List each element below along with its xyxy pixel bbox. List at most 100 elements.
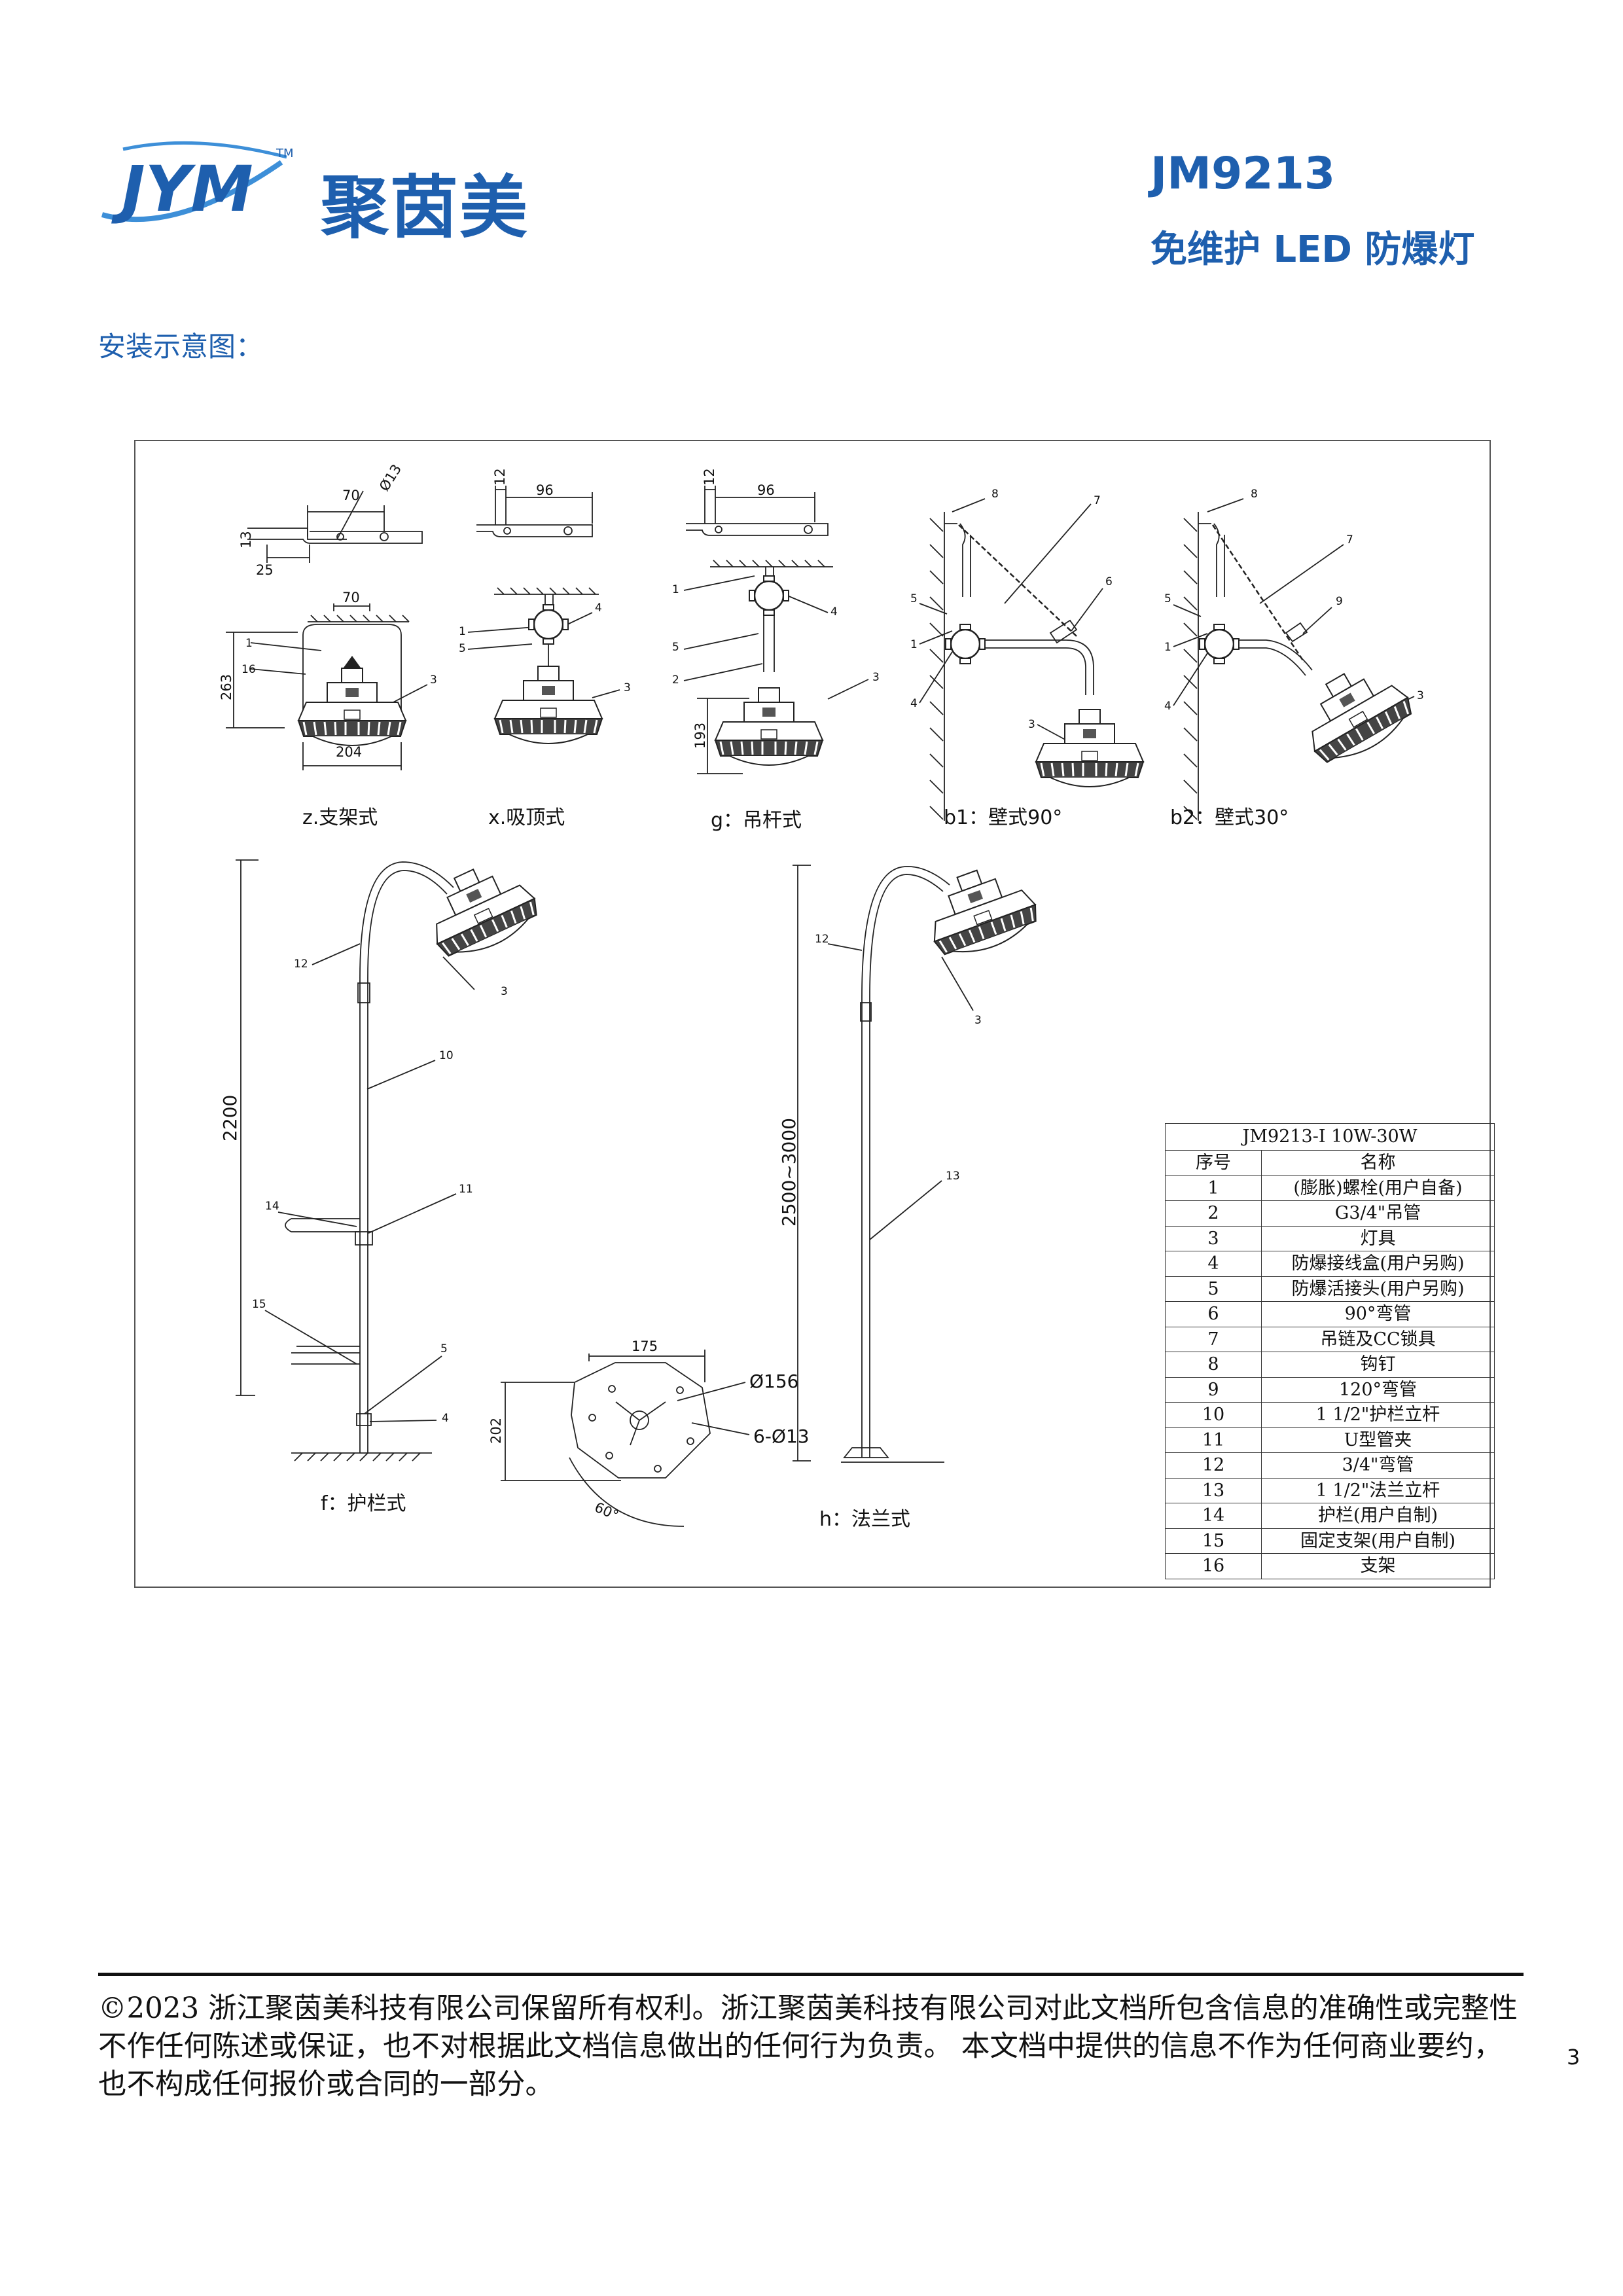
row-name: G3/4"吊管 bbox=[1261, 1200, 1495, 1227]
row-no: 13 bbox=[1165, 1477, 1262, 1503]
row-no: 10 bbox=[1165, 1402, 1262, 1428]
col-header-name: 名称 bbox=[1261, 1150, 1495, 1176]
caption-h: h：法兰式 bbox=[819, 1508, 911, 1531]
row-name: (膨胀)螺栓(用户自备) bbox=[1261, 1175, 1495, 1201]
dim-base-d156: Ø156 bbox=[749, 1371, 798, 1392]
callout-g-4: 4 bbox=[830, 605, 838, 619]
table-title-row: JM9213-I 10W-30W bbox=[1165, 1123, 1495, 1151]
dim-f-2200: 2200 bbox=[219, 1095, 241, 1141]
dim-h-2500-3000: 2500~3000 bbox=[778, 1118, 800, 1227]
caption-b2: b2：壁式30° bbox=[1170, 806, 1289, 829]
callout-g-3: 3 bbox=[872, 671, 880, 684]
caption-z: z.支架式 bbox=[302, 806, 378, 829]
product-name: 免维护 LED 防爆灯 bbox=[1150, 228, 1475, 271]
callout-b2-1: 1 bbox=[1164, 641, 1171, 654]
row-name: 防爆活接头(用户另购) bbox=[1261, 1276, 1495, 1302]
brand-name: 聚茵美 bbox=[321, 168, 529, 247]
lamp-b2 bbox=[1287, 651, 1421, 774]
callout-x-4: 4 bbox=[595, 601, 602, 615]
lamp-f bbox=[414, 850, 546, 968]
row-no: 9 bbox=[1165, 1376, 1262, 1403]
row-name: 1 1/2"法兰立杆 bbox=[1261, 1477, 1495, 1503]
callout-b1-4: 4 bbox=[910, 697, 918, 710]
row-no: 14 bbox=[1165, 1503, 1262, 1529]
dim-g-193: 193 bbox=[692, 723, 708, 749]
row-name: 固定支架(用户自制) bbox=[1261, 1528, 1495, 1554]
dim-base-202: 202 bbox=[488, 1418, 504, 1444]
callout-h-3: 3 bbox=[974, 1014, 982, 1027]
row-no: 5 bbox=[1165, 1276, 1262, 1302]
table-row: 1(膨胀)螺栓(用户自备) bbox=[1165, 1175, 1495, 1201]
company-logo: JYM TM bbox=[97, 137, 294, 236]
dim-base-6-d13: 6-Ø13 bbox=[753, 1426, 810, 1447]
lamp-z bbox=[297, 667, 407, 747]
callout-b1-8: 8 bbox=[991, 488, 999, 501]
dim-base-60deg: 60° bbox=[592, 1499, 621, 1524]
dim-z-263: 263 bbox=[219, 674, 234, 700]
callout-b2-4: 4 bbox=[1164, 700, 1171, 713]
footer-rule bbox=[98, 1973, 1524, 1976]
row-name: 90°弯管 bbox=[1261, 1301, 1495, 1327]
dim-g-12: 12 bbox=[702, 468, 717, 486]
callout-z-3: 3 bbox=[430, 673, 437, 687]
section-title: 安装示意图： bbox=[98, 331, 264, 363]
row-no: 3 bbox=[1165, 1225, 1262, 1251]
figure-x-ceiling bbox=[467, 486, 620, 698]
callout-f-4: 4 bbox=[442, 1412, 449, 1425]
callout-b2-7: 7 bbox=[1346, 533, 1353, 547]
row-name: 1 1/2"护栏立杆 bbox=[1261, 1402, 1495, 1428]
installation-drawing: 70 Ø13 25 13 70 263 204 1 16 3 12 96 1 5… bbox=[219, 461, 1424, 1527]
figure-flange-base bbox=[501, 1350, 750, 1527]
row-no: 12 bbox=[1165, 1452, 1262, 1479]
callout-b1-1: 1 bbox=[910, 638, 918, 651]
caption-x: x.吸顶式 bbox=[488, 806, 565, 829]
row-no: 8 bbox=[1165, 1352, 1262, 1378]
dim-z-70b: 70 bbox=[342, 590, 360, 605]
row-name: 3/4"弯管 bbox=[1261, 1452, 1495, 1479]
page-number: 3 bbox=[1567, 2045, 1580, 2070]
dim-z-70a: 70 bbox=[342, 488, 360, 503]
dim-x-96: 96 bbox=[536, 482, 554, 498]
figure-b2-wall-30 bbox=[1173, 498, 1415, 821]
callout-h-13: 13 bbox=[946, 1170, 960, 1183]
callout-b2-5: 5 bbox=[1164, 592, 1171, 605]
lamp-x bbox=[493, 665, 603, 745]
row-no: 1 bbox=[1165, 1175, 1262, 1201]
row-no: 2 bbox=[1165, 1200, 1262, 1227]
row-no: 15 bbox=[1165, 1528, 1262, 1554]
callout-f-12: 12 bbox=[294, 958, 308, 971]
callout-f-5: 5 bbox=[440, 1342, 448, 1355]
figure-h-flange bbox=[793, 865, 974, 1463]
callout-x-1: 1 bbox=[459, 625, 466, 638]
callout-b2-8: 8 bbox=[1251, 488, 1258, 501]
callout-x-3: 3 bbox=[624, 681, 631, 694]
callout-f-14: 14 bbox=[265, 1200, 279, 1213]
callout-f-15: 15 bbox=[252, 1298, 266, 1311]
logo-mark-text: JYM bbox=[111, 152, 253, 226]
figure-g-pendant bbox=[683, 486, 869, 774]
model-number: JM9213 bbox=[1150, 148, 1336, 200]
callout-g-1: 1 bbox=[672, 583, 679, 596]
row-no: 11 bbox=[1165, 1427, 1262, 1453]
row-no: 6 bbox=[1165, 1301, 1262, 1327]
callout-f-3: 3 bbox=[501, 985, 508, 998]
callout-g-5: 5 bbox=[672, 641, 679, 654]
row-no: 7 bbox=[1165, 1326, 1262, 1352]
callout-x-5: 5 bbox=[459, 642, 466, 655]
callout-g-2: 2 bbox=[672, 673, 679, 687]
callout-h-12: 12 bbox=[815, 933, 829, 946]
row-name: 支架 bbox=[1261, 1553, 1495, 1579]
dim-x-12: 12 bbox=[492, 468, 508, 486]
callout-b1-3: 3 bbox=[1028, 718, 1035, 731]
